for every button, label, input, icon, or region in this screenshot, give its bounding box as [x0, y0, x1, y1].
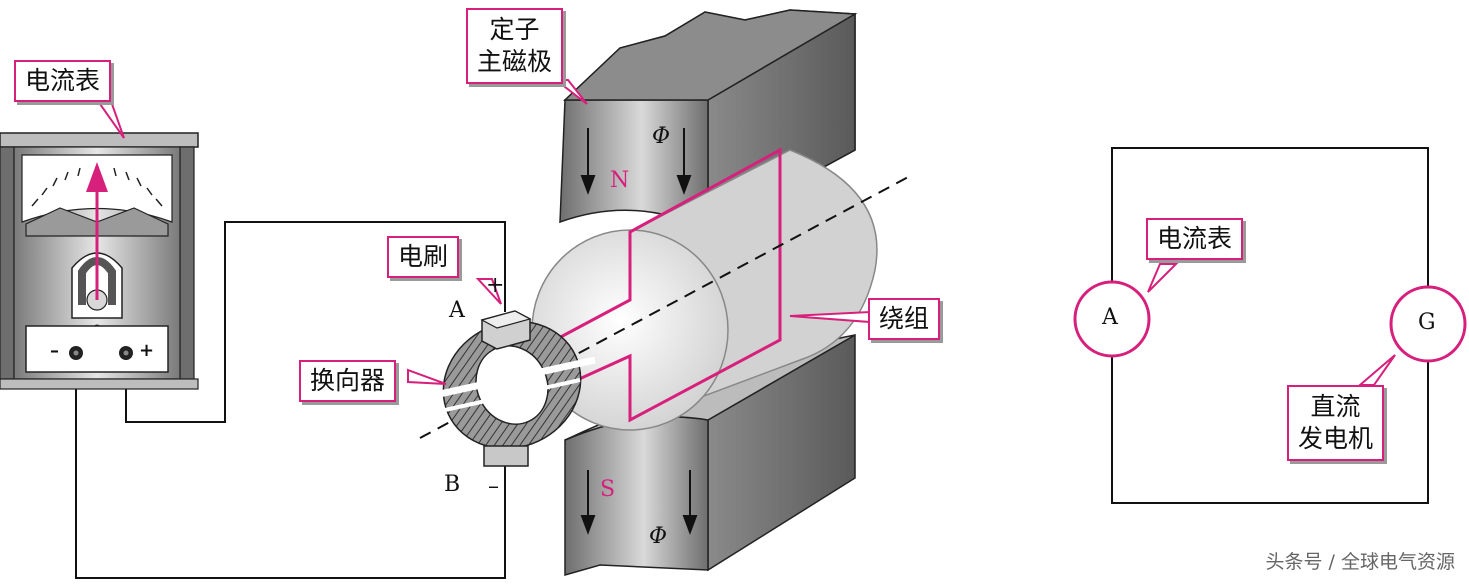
commutator-label: 换向器 — [299, 360, 397, 402]
flux-arrows — [580, 128, 698, 535]
stator-pole-label-line1: 定子 — [489, 15, 540, 44]
schematic-ammeter-circle — [1073, 280, 1151, 358]
meter-plus-sign: + — [139, 340, 155, 361]
dc-generator-label: 直流 发电机 — [1287, 385, 1385, 461]
stator-pole-label-line2: 主磁极 — [477, 47, 553, 76]
schematic-generator-circle — [1389, 285, 1467, 363]
ammeter-instrument — [0, 132, 199, 390]
shaft-axis — [419, 174, 913, 439]
terminal-a-plus: + — [486, 273, 505, 298]
terminal-a-letter: A — [449, 298, 465, 323]
external-circuit-wires — [75, 221, 506, 579]
flux-symbol-top: Φ — [652, 124, 671, 149]
north-pole-letter: N — [610, 168, 630, 193]
brush-b — [483, 445, 529, 467]
terminal-b-letter: B — [444, 472, 461, 497]
commutator — [434, 320, 596, 450]
winding-label: 绕组 — [868, 298, 941, 340]
schematic-ammeter-label: 电流表 — [1146, 218, 1244, 260]
dc-generator-label-line2: 发电机 — [1298, 424, 1374, 453]
ammeter-label: 电流表 — [14, 60, 112, 102]
brush-a — [480, 310, 532, 350]
meter-minus-sign: – — [50, 340, 59, 361]
dc-generator-label-line1: 直流 — [1310, 392, 1361, 421]
flux-symbol-bottom: Φ — [649, 524, 668, 549]
watermark: 头条号 / 全球电气资源 — [1265, 551, 1455, 573]
south-pole-letter: S — [600, 477, 616, 502]
stator-pole-label: 定子 主磁极 — [466, 8, 564, 84]
brush-label: 电刷 — [387, 236, 460, 278]
schematic-circuit — [1073, 147, 1467, 504]
terminal-b-minus: – — [488, 474, 499, 499]
schematic-ammeter-symbol: A — [1102, 305, 1118, 330]
schematic-generator-symbol: G — [1418, 310, 1436, 335]
